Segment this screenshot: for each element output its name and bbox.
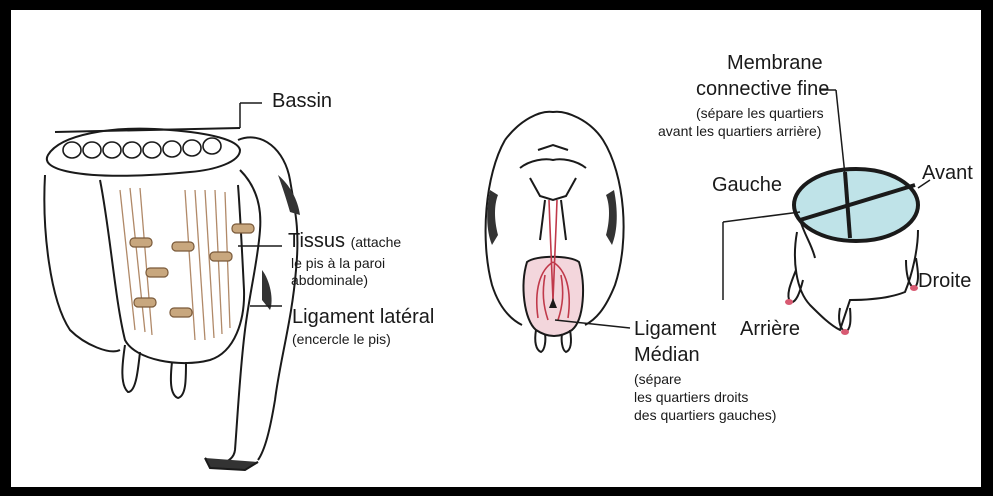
- label-ligament-median-1: Ligament: [634, 318, 716, 340]
- label-tissus-note-2: le pis à la paroi: [291, 256, 385, 271]
- label-tissus-note-1: (attache: [351, 234, 402, 250]
- label-gauche: Gauche: [712, 174, 782, 196]
- cow-side-view: [44, 103, 300, 470]
- udder-rear-view: [486, 112, 630, 352]
- label-membrane-note-2: avant les quartiers arrière): [658, 124, 821, 139]
- label-tissus-title: Tissus: [288, 230, 345, 252]
- label-bassin: Bassin: [272, 90, 332, 112]
- label-ligament-median-note-3: des quartiers gauches): [634, 408, 776, 423]
- label-ligament-median-note-1: (sépare: [634, 372, 681, 387]
- label-ligament-median-2: Médian: [634, 344, 700, 366]
- label-ligament-median-note-2: les quartiers droits: [634, 390, 748, 405]
- label-ligament-lateral: Ligament latéral: [292, 306, 434, 328]
- label-tissus-note-3: abdominale): [291, 273, 368, 288]
- label-membrane-1: Membrane: [727, 52, 823, 74]
- label-ligament-lateral-note: (encercle le pis): [292, 332, 391, 347]
- label-tissus: Tissus (attache: [288, 230, 401, 252]
- label-droite: Droite: [918, 270, 971, 292]
- label-membrane-note-1: (sépare les quartiers: [696, 106, 824, 121]
- label-membrane-2: connective fine: [696, 78, 829, 100]
- label-arriere: Arrière: [740, 318, 800, 340]
- label-avant: Avant: [922, 162, 973, 184]
